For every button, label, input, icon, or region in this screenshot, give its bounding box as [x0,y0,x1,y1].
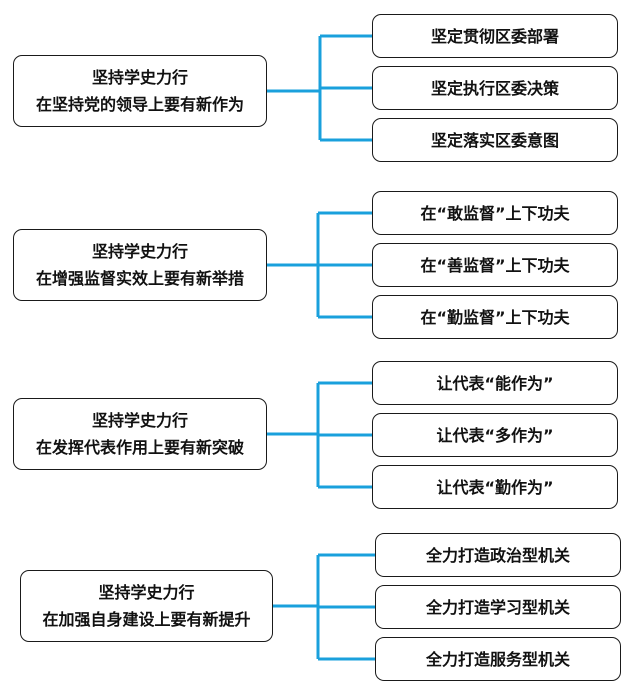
item-box: 坚定执行区委决策 [372,66,618,110]
main-box-self-building: 坚持学史力行 在加强自身建设上要有新提升 [20,570,273,642]
item-box: 让代表“能作为” [372,361,618,405]
item-box: 全力打造学习型机关 [375,585,621,629]
item-box: 让代表“多作为” [372,413,618,457]
main-box-line2: 在加强自身建设上要有新提升 [42,610,251,629]
main-box-line1: 坚持学史力行 [91,411,188,430]
main-box-supervision: 坚持学史力行 在增强监督实效上要有新举措 [13,229,267,301]
item-box: 全力打造服务型机关 [375,637,621,681]
main-box-line1: 坚持学史力行 [98,583,195,602]
main-box-line2: 在增强监督实效上要有新举措 [35,269,244,288]
item-box: 在“善监督”上下功夫 [372,243,618,287]
item-box: 让代表“勤作为” [372,465,618,509]
item-box: 全力打造政治型机关 [375,533,621,577]
item-box: 坚定落实区委意图 [372,118,618,162]
main-box-line2: 在坚持党的领导上要有新作为 [35,95,244,114]
main-box-line1: 坚持学史力行 [91,242,188,261]
item-box: 在“敢监督”上下功夫 [372,191,618,235]
item-box: 坚定贯彻区委部署 [372,14,618,58]
item-box: 在“勤监督”上下功夫 [372,295,618,339]
main-box-representatives: 坚持学史力行 在发挥代表作用上要有新突破 [13,398,267,470]
main-box-party-leadership: 坚持学史力行 在坚持党的领导上要有新作为 [13,55,267,127]
main-box-line1: 坚持学史力行 [91,68,188,87]
main-box-line2: 在发挥代表作用上要有新突破 [35,438,244,457]
